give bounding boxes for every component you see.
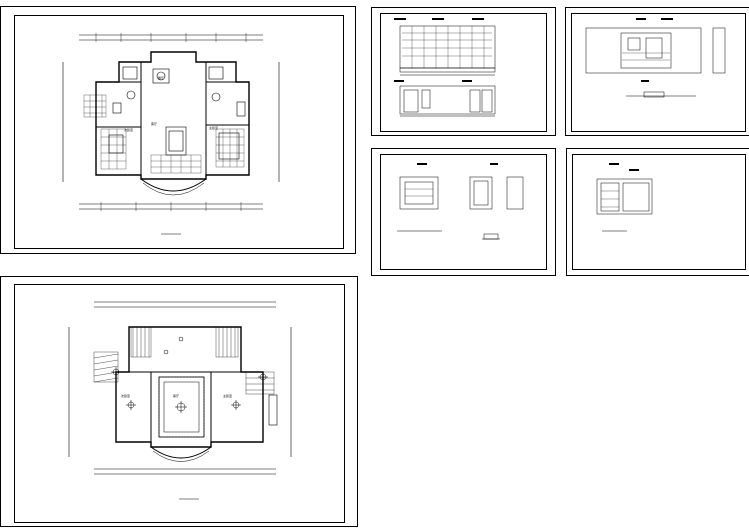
ceiling-label-master: 主卧室 [223, 393, 232, 398]
room-label-dining: 餐厅 [158, 75, 164, 80]
sheet-details-d [566, 148, 749, 276]
room-label-master: 主卧室 [209, 125, 218, 130]
sheet-floor-plan: 餐厅 客厅 主卧室 次卧室 [0, 6, 356, 254]
ceiling-label-second: 次卧室 [121, 393, 130, 398]
ceiling-plan-drawing: 客厅 主卧室 次卧室 [68, 301, 292, 500]
elevation-b-drawing [585, 18, 726, 98]
elevation-a-drawing [394, 18, 496, 117]
sheet-elevation-b [565, 7, 749, 136]
room-label-second: 次卧室 [124, 127, 133, 132]
sheet-elevation-a [371, 7, 556, 136]
floor-plan-drawing: 餐厅 客厅 主卧室 次卧室 [62, 33, 280, 235]
sheet-details-c [371, 148, 556, 276]
details-c-drawing [397, 163, 524, 240]
room-label-living: 客厅 [151, 121, 157, 126]
ceiling-label-living: 客厅 [173, 393, 179, 398]
details-d-drawing [596, 163, 653, 232]
sheet-ceiling-plan: 客厅 主卧室 次卧室 [0, 276, 358, 527]
